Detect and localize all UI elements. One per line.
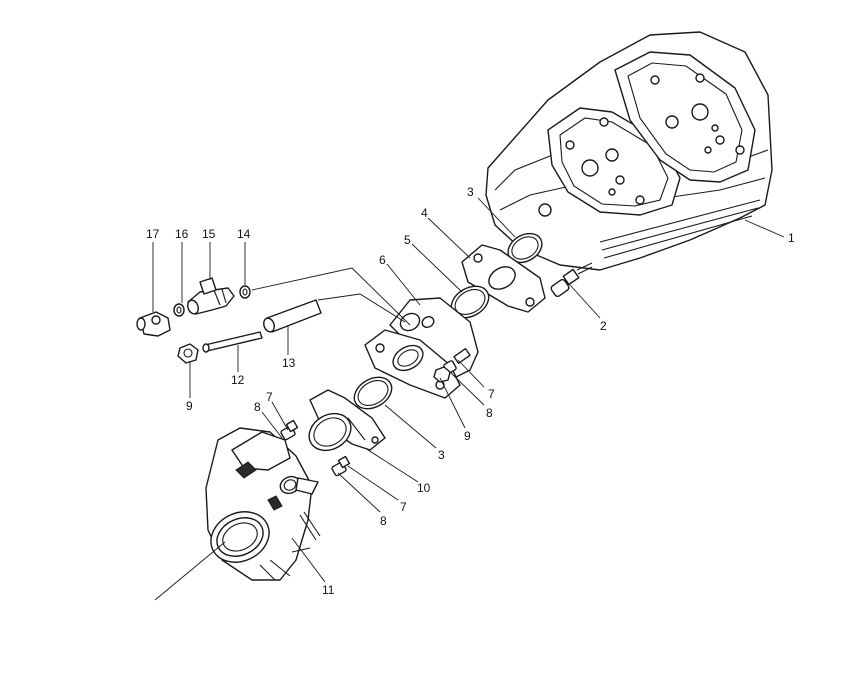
throttle-body [205,427,321,581]
callout-5: 5 [404,233,411,247]
callout-8-right: 8 [486,406,493,420]
fuel-injector [187,277,235,315]
callout-9-left: 9 [186,399,193,413]
callout-11: 11 [322,583,335,597]
nut-right [433,366,451,383]
callout-6: 6 [379,253,386,267]
sleeve-tube [263,299,322,333]
callout-1: 1 [788,231,795,245]
callout-2: 2 [600,319,607,333]
callout-12: 12 [231,373,245,387]
alignment-line-lower [317,293,406,323]
nut-left [177,343,199,364]
callout-7-middle: 7 [400,500,407,514]
screw-upper-left [280,419,299,441]
washer-small [239,285,251,299]
intake-manifold [364,297,479,399]
callout-16: 16 [175,227,189,241]
alignment-line-throttle [154,541,226,601]
shaft-pin [202,331,263,353]
callout-4: 4 [421,206,428,220]
callout-7-left: 7 [266,390,273,404]
callout-3-lower: 3 [438,448,445,462]
o-ring-small [173,303,185,317]
callout-14: 14 [237,227,251,241]
o-ring-lower [353,376,393,410]
cylinder-head [485,31,773,271]
callout-17: 17 [146,227,160,241]
callout-13: 13 [282,356,296,370]
callout-7-right: 7 [488,387,495,401]
throttle-adapter [308,389,386,452]
callout-10: 10 [417,481,431,495]
callout-9-right: 9 [464,429,471,443]
callout-leaders [152,197,785,583]
spacer-flange [461,244,546,313]
alignment-line-upper [251,267,411,326]
callout-15: 15 [202,227,216,241]
callout-8-left: 8 [254,400,261,414]
fuel-rail-fitting [136,311,171,337]
callout-labels: 1 2 3 4 5 6 7 8 9 3 10 7 8 7 8 11 12 13 … [146,185,795,597]
screw-lower-middle [331,455,351,477]
callout-3-upper: 3 [467,185,474,199]
callout-8-middle: 8 [380,514,387,528]
temperature-sensor [550,262,593,298]
